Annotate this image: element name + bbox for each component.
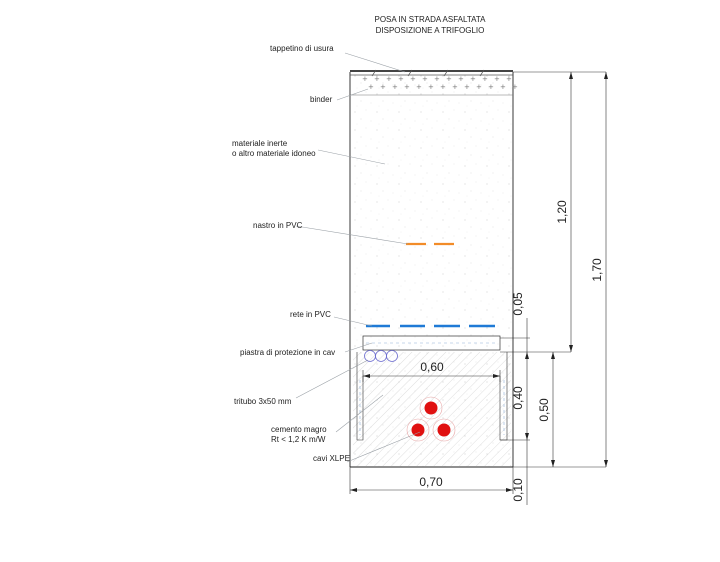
label-cemento-1: cemento magro bbox=[271, 425, 327, 434]
label-inerte-1: materiale inerte bbox=[232, 139, 288, 148]
callout-labels: tappetino di usura binder materiale iner… bbox=[232, 44, 350, 463]
label-binder: binder bbox=[310, 95, 333, 104]
asphalt-layer: ++++++++++++++++++++++++++ bbox=[350, 69, 518, 96]
label-rete: rete in PVC bbox=[290, 310, 331, 319]
binder-mark: + bbox=[368, 83, 374, 91]
cable-core bbox=[437, 423, 451, 437]
xlpe-cables bbox=[406, 396, 456, 442]
label-tappetino: tappetino di usura bbox=[270, 44, 334, 53]
leader-binder bbox=[336, 88, 369, 101]
leader-cavi bbox=[346, 431, 421, 463]
binder-mark: + bbox=[494, 75, 500, 83]
label-inerte-2: o altro materiale idoneo bbox=[232, 149, 316, 158]
binder-mark: + bbox=[374, 75, 380, 83]
plate-top bbox=[362, 335, 501, 351]
label-nastro: nastro in PVC bbox=[253, 221, 303, 230]
binder-mark: + bbox=[512, 83, 518, 91]
leader-tritubo bbox=[295, 359, 369, 399]
binder-mark: + bbox=[476, 83, 482, 91]
binder-mark: + bbox=[500, 83, 506, 91]
leader-tappetino bbox=[344, 52, 406, 73]
binder-mark: + bbox=[404, 83, 410, 91]
dim-005: 0,05 bbox=[511, 292, 525, 316]
cable-core bbox=[424, 401, 438, 415]
binder-mark: + bbox=[422, 75, 428, 83]
asphalt-joint bbox=[407, 69, 413, 77]
tritubo-ducts bbox=[364, 350, 398, 362]
dimension-verticals: 1,20 1,70 0,05 0,40 0,50 0,10 bbox=[500, 71, 608, 505]
cable-sheath bbox=[406, 418, 430, 442]
binder-mark: + bbox=[410, 75, 416, 83]
label-piastra: piastra di protezione in cav bbox=[240, 348, 335, 357]
binder-mark: + bbox=[398, 75, 404, 83]
cable-sheath bbox=[432, 418, 456, 442]
binder-mark: + bbox=[434, 75, 440, 83]
binder-mark: + bbox=[380, 83, 386, 91]
binder-marks: ++++++++++++++++++++++++++ bbox=[362, 69, 518, 91]
binder-mark: + bbox=[440, 83, 446, 91]
leader-inerte bbox=[317, 149, 386, 165]
binder-mark: + bbox=[452, 83, 458, 91]
binder-mark: + bbox=[470, 75, 476, 83]
dimension-width-top: 0,60 bbox=[362, 360, 501, 382]
dim-170: 1,70 bbox=[590, 258, 604, 282]
title-line-1: POSA IN STRADA ASFALTATA bbox=[375, 15, 487, 24]
label-tritubo: tritubo 3x50 mm bbox=[234, 397, 292, 406]
binder-mark: + bbox=[386, 75, 392, 83]
binder-mark: + bbox=[428, 83, 434, 91]
leader-lines bbox=[295, 52, 421, 463]
leader-cemento bbox=[335, 394, 384, 433]
dim-050: 0,50 bbox=[537, 398, 551, 422]
binder-mark: + bbox=[392, 83, 398, 91]
dim-070: 0,70 bbox=[419, 475, 443, 489]
dimension-width-bottom: 0,70 bbox=[349, 467, 514, 494]
dim-120: 1,20 bbox=[555, 200, 569, 224]
cable-sheath bbox=[419, 396, 443, 420]
binder-mark: + bbox=[482, 75, 488, 83]
duct-pipe bbox=[386, 350, 398, 362]
leader-rete bbox=[333, 316, 373, 327]
dim-060: 0,60 bbox=[420, 360, 444, 374]
dim-010: 0,10 bbox=[511, 478, 525, 502]
asphalt-joint bbox=[443, 69, 449, 77]
label-cavi: cavi XLPE bbox=[313, 454, 350, 463]
binder-mark: + bbox=[488, 83, 494, 91]
binder-mark: + bbox=[446, 75, 452, 83]
label-cemento-2: Rt < 1,2 K m/W bbox=[271, 435, 326, 444]
binder-mark: + bbox=[464, 83, 470, 91]
asphalt-joint bbox=[371, 69, 377, 77]
cable-core bbox=[411, 423, 425, 437]
leader-nastro bbox=[295, 225, 409, 245]
asphalt-joint bbox=[479, 69, 485, 77]
binder-mark: + bbox=[506, 75, 512, 83]
plate-left-leg bbox=[356, 352, 364, 441]
title-line-2: DISPOSIZIONE A TRIFOGLIO bbox=[376, 26, 485, 35]
binder-mark: + bbox=[458, 75, 464, 83]
drawing-title: POSA IN STRADA ASFALTATA DISPOSIZIONE A … bbox=[375, 15, 487, 35]
leader-piastra bbox=[344, 342, 373, 353]
dim-040: 0,40 bbox=[511, 386, 525, 410]
binder-mark: + bbox=[416, 83, 422, 91]
binder-mark: + bbox=[362, 75, 368, 83]
